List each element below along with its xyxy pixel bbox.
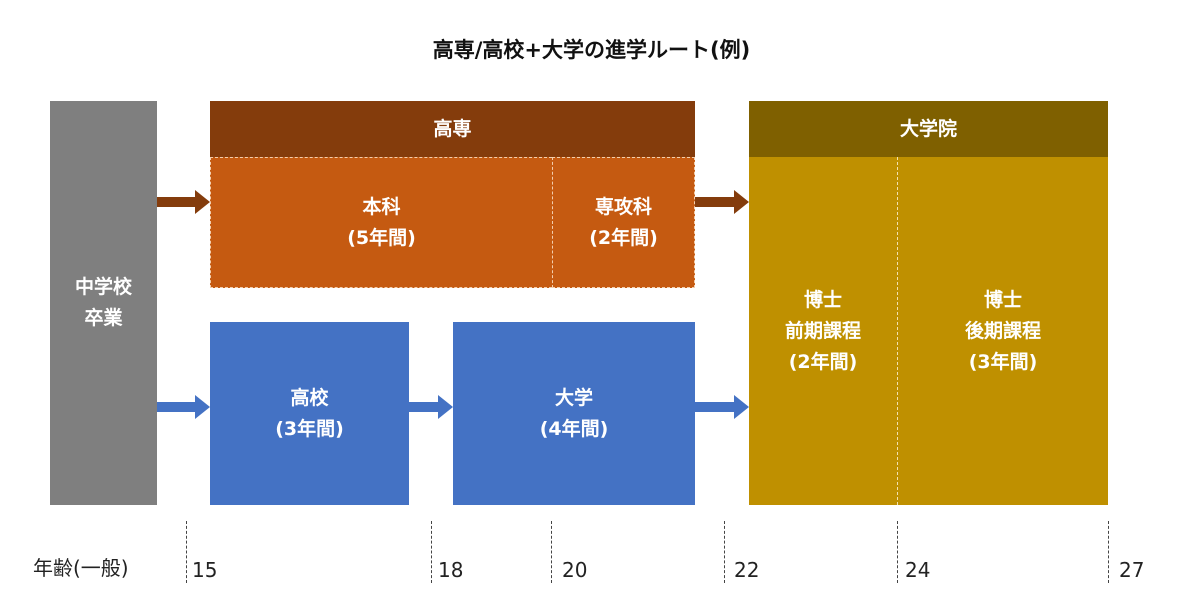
university-box: 大学 (4年間) — [453, 322, 695, 505]
age-axis-caption: 年齢(一般) — [33, 556, 129, 580]
arrow-to-kosen-icon — [157, 190, 210, 214]
arrow-to-graduate-from-university-icon — [695, 395, 749, 419]
age-label: 24 — [905, 558, 931, 582]
age-label: 27 — [1119, 558, 1145, 582]
high-school-box: 高校 (3年間) — [210, 322, 409, 505]
doctoral-first-stage-box: 博士 前期課程 (2年間) — [749, 157, 898, 505]
kosen-main-course-box: 本科 (5年間) — [210, 157, 552, 288]
age-tick — [897, 521, 898, 583]
kosen-main-course-label: 本科 (5年間) — [347, 195, 416, 249]
kosen-header-label: 高専 — [433, 117, 472, 140]
age-tick — [1108, 521, 1109, 583]
age-tick — [186, 521, 187, 583]
kosen-advanced-course-box: 専攻科 (2年間) — [552, 157, 695, 288]
kosen-header-box: 高専 — [210, 101, 695, 157]
graduate-school-header-label: 大学院 — [899, 117, 957, 140]
age-label: 15 — [192, 558, 218, 582]
age-tick — [431, 521, 432, 583]
university-label: 大学 (4年間) — [539, 386, 609, 440]
doctoral-second-stage-box: 博士 後期課程 (3年間) — [898, 157, 1108, 505]
graduate-school-header-box: 大学院 — [749, 101, 1108, 157]
arrow-to-high-school-icon — [157, 395, 210, 419]
age-label: 22 — [734, 558, 760, 582]
doctoral-second-stage-label: 博士 後期課程 (3年間) — [964, 288, 1041, 373]
kosen-advanced-course-label: 専攻科 (2年間) — [589, 195, 658, 249]
middle-school-graduation-box: 中学校 卒業 — [50, 101, 157, 505]
age-label: 18 — [438, 558, 464, 582]
age-tick — [551, 521, 552, 583]
middle-school-graduation-label: 中学校 卒業 — [74, 276, 132, 329]
high-school-label: 高校 (3年間) — [275, 386, 344, 440]
arrow-to-university-icon — [409, 395, 453, 419]
diagram-title: 高専/高校+大学の進学ルート(例) — [432, 38, 751, 62]
age-tick — [724, 521, 725, 583]
age-label: 20 — [562, 558, 588, 582]
doctoral-first-stage-label: 博士 前期課程 (2年間) — [784, 288, 861, 373]
arrow-to-graduate-from-kosen-icon — [695, 190, 749, 214]
